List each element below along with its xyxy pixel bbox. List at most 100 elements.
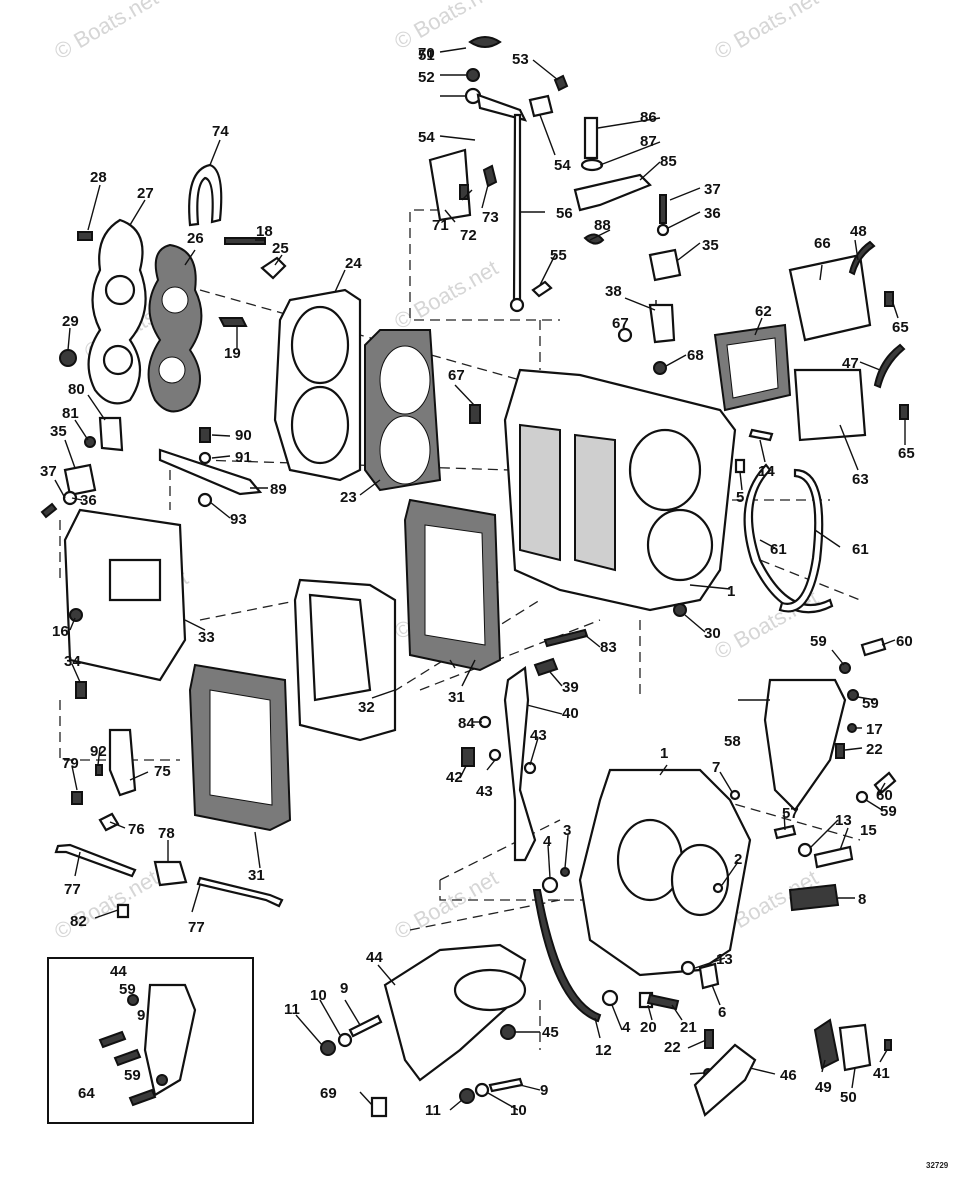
part-39-spring (533, 657, 559, 677)
part-42-screw (461, 747, 475, 767)
part-67-screw (617, 327, 633, 343)
part-11-nut (459, 1088, 475, 1104)
part-72-screw (459, 184, 469, 200)
part-65-screw (884, 291, 894, 307)
callout: 77 (64, 881, 81, 898)
callout: 83 (600, 639, 617, 656)
callout: 7 (712, 759, 720, 776)
callout: 72 (460, 227, 477, 244)
callout: 4 (622, 1019, 631, 1036)
callout: 60 (896, 633, 913, 650)
part-67-screw (469, 404, 481, 424)
callout: 27 (137, 185, 154, 202)
part-77-hose (54, 843, 137, 878)
callout: 36 (704, 205, 721, 222)
part-40-lever (503, 666, 537, 862)
inset-detail (47, 957, 254, 1124)
callout: 54 (554, 157, 571, 174)
part-11-nut (320, 1040, 336, 1056)
callout: 10 (510, 1102, 527, 1119)
part-62-gasket (713, 323, 792, 412)
part-56-throttle-rod (512, 113, 522, 302)
callout: 54 (418, 129, 435, 146)
part-70-spring (468, 36, 502, 48)
callout: 67 (612, 315, 629, 332)
part-79-screw (71, 791, 83, 805)
part-75-bracket (108, 728, 137, 797)
part-15-bolt (813, 845, 854, 869)
callout: 34 (64, 653, 81, 670)
part-5-dowel (734, 458, 746, 474)
callout: 89 (270, 481, 287, 498)
part-37-screw (40, 502, 58, 519)
part-28-screw (77, 231, 93, 241)
callout: 2 (734, 851, 742, 868)
callout: 3 (563, 822, 571, 839)
part-1-crankcase (578, 768, 752, 977)
part-21-screw (646, 993, 680, 1011)
callout: 84 (458, 715, 475, 732)
part-59-washer (855, 790, 869, 804)
callout: 39 (562, 679, 579, 696)
callout: 10 (310, 987, 327, 1004)
part-59-nut (839, 662, 851, 674)
part-12-hose (532, 889, 602, 1023)
callout: 4 (543, 833, 552, 850)
callout: 59 (880, 803, 897, 820)
part-10-washer (474, 1082, 490, 1098)
part-33-cover (63, 508, 187, 682)
part-35-bracket (648, 248, 682, 282)
part-19-spark-plug (218, 317, 248, 327)
part-82-screw (116, 903, 130, 919)
part-37-screw (659, 194, 667, 224)
callout: 28 (90, 169, 107, 186)
callout: 48 (850, 223, 867, 240)
part-36-washer (62, 490, 78, 506)
part-3-screw (560, 867, 570, 877)
part-30-plug (673, 603, 687, 617)
part-60-bolt (860, 637, 887, 657)
part-50-bracket (838, 1023, 872, 1072)
callout: 73 (482, 209, 499, 226)
callout: 18 (256, 223, 273, 240)
callout: 67 (448, 367, 465, 384)
callout: 56 (556, 205, 573, 222)
callout: 9 (137, 1007, 145, 1024)
part-87-washer (580, 158, 604, 172)
callout: 22 (664, 1039, 681, 1056)
callout: 5 (736, 489, 744, 506)
part-65-screw (899, 404, 909, 420)
watermark: © Boats.net (50, 865, 162, 944)
part-9-stud (348, 1014, 383, 1038)
part-54-bracket (476, 93, 528, 122)
watermark: © Boats.net (390, 255, 502, 334)
callout: 80 (68, 381, 85, 398)
part-68-plug (653, 361, 667, 375)
part-4-fitting (601, 989, 619, 1007)
drawing-code: 32729 (926, 1161, 949, 1170)
callout: 52 (418, 69, 435, 86)
part-55-pin (531, 280, 553, 298)
part-54-bracket (528, 94, 554, 118)
callout: 71 (432, 217, 449, 234)
callout: 64 (78, 1085, 95, 1102)
part-57-bushing (773, 824, 797, 840)
callout: 50 (840, 1089, 857, 1106)
callout: 51 (418, 47, 435, 64)
part-34-screw (75, 681, 87, 699)
part-48-hose (848, 240, 876, 276)
callout: 33 (198, 629, 215, 646)
callout: 23 (340, 489, 357, 506)
part-61-hose (743, 463, 834, 614)
part-35-bracket (63, 463, 97, 497)
callout: 59 (119, 981, 136, 998)
callout: 70 (418, 45, 435, 62)
callout: 63 (852, 471, 869, 488)
part-4-fitting (541, 876, 559, 894)
callout: 55 (550, 247, 567, 264)
part-26-gasket (147, 243, 203, 413)
part-22-screw (835, 743, 845, 759)
callout: 6 (718, 1004, 726, 1021)
part-31-gasket-lower (188, 663, 292, 832)
